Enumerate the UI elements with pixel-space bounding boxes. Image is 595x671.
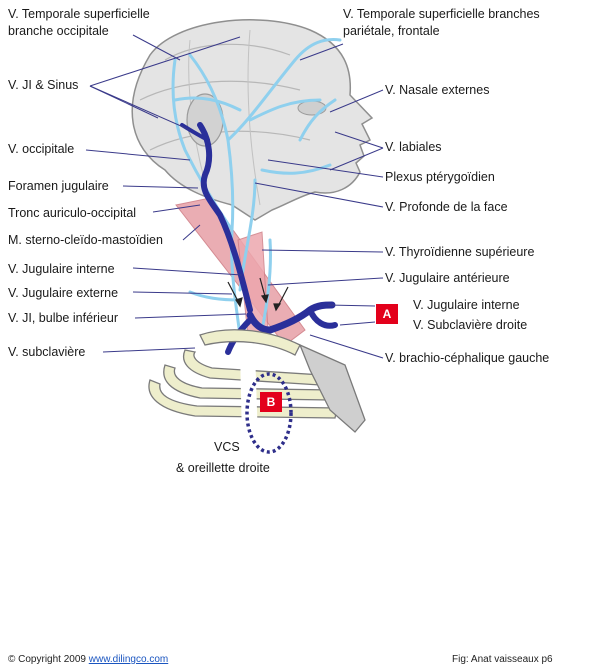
label-ji-sinus: V. JI & Sinus (8, 78, 79, 92)
label-brachio-cephalique: V. brachio-céphalique gauche (385, 351, 550, 365)
badge-b: B (260, 392, 282, 412)
label-plexus: Plexus ptérygoïdien (385, 170, 495, 184)
label-jugulaire-interne-left: V. Jugulaire interne (8, 262, 115, 276)
vcs-dotted-outline (245, 372, 293, 454)
label-temporale-occipitale: V. Temporale superficielle branche occip… (8, 6, 150, 40)
label-temporale-occipitale-line1: V. Temporale superficielle (8, 7, 150, 21)
label-jugulaire-interne-right: V. Jugulaire interne (413, 298, 520, 312)
copyright-footer: © Copyright 2009 www.dilingco.com (8, 654, 168, 665)
label-temporale-occipitale-line2: branche occipitale (8, 23, 109, 38)
label-subclaviere-droite: V. Subclavière droite (413, 318, 528, 332)
label-jugulaire-anterieure: V. Jugulaire antérieure (385, 271, 510, 285)
label-ji-bulbe: V. JI, bulbe inférieur (8, 311, 119, 325)
label-labiales: V. labiales (385, 140, 442, 154)
label-subclaviere: V. subclavière (8, 345, 86, 359)
badge-a: A (376, 304, 398, 324)
label-jugulaire-externe: V. Jugulaire externe (8, 286, 119, 300)
label-thyroidienne: V. Thyroïdienne supérieure (385, 245, 535, 259)
label-sterno: M. sterno-cleïdo-mastoïdien (8, 233, 163, 247)
jugular-arrows (227, 277, 289, 312)
figure-caption: Fig: Anat vaisseaux p6 (452, 654, 553, 665)
label-profonde: V. Profonde de la face (385, 200, 508, 214)
leader-lines (85, 34, 384, 359)
label-temporale-parietale: V. Temporale superficielle branches pari… (343, 6, 540, 40)
label-temporale-parietale-line1: V. Temporale superficielle branches (343, 7, 540, 21)
label-oreillette: & oreillette droite (176, 461, 270, 475)
rib-cage (148, 329, 366, 433)
label-vcs: VCS (214, 440, 240, 454)
superficial-veins (171, 38, 342, 337)
label-foramen: Foramen jugulaire (8, 179, 109, 193)
copyright-text: © Copyright 2009 (8, 654, 86, 665)
label-occipitale: V. occipitale (8, 142, 75, 156)
label-temporale-parietale-line2: pariétale, frontale (343, 23, 440, 38)
dilingco-link[interactable]: www.dilingco.com (88, 654, 169, 665)
deep-veins (180, 122, 338, 355)
label-tronc: Tronc auriculo-occipital (8, 206, 137, 220)
label-nasale: V. Nasale externes (385, 83, 490, 97)
